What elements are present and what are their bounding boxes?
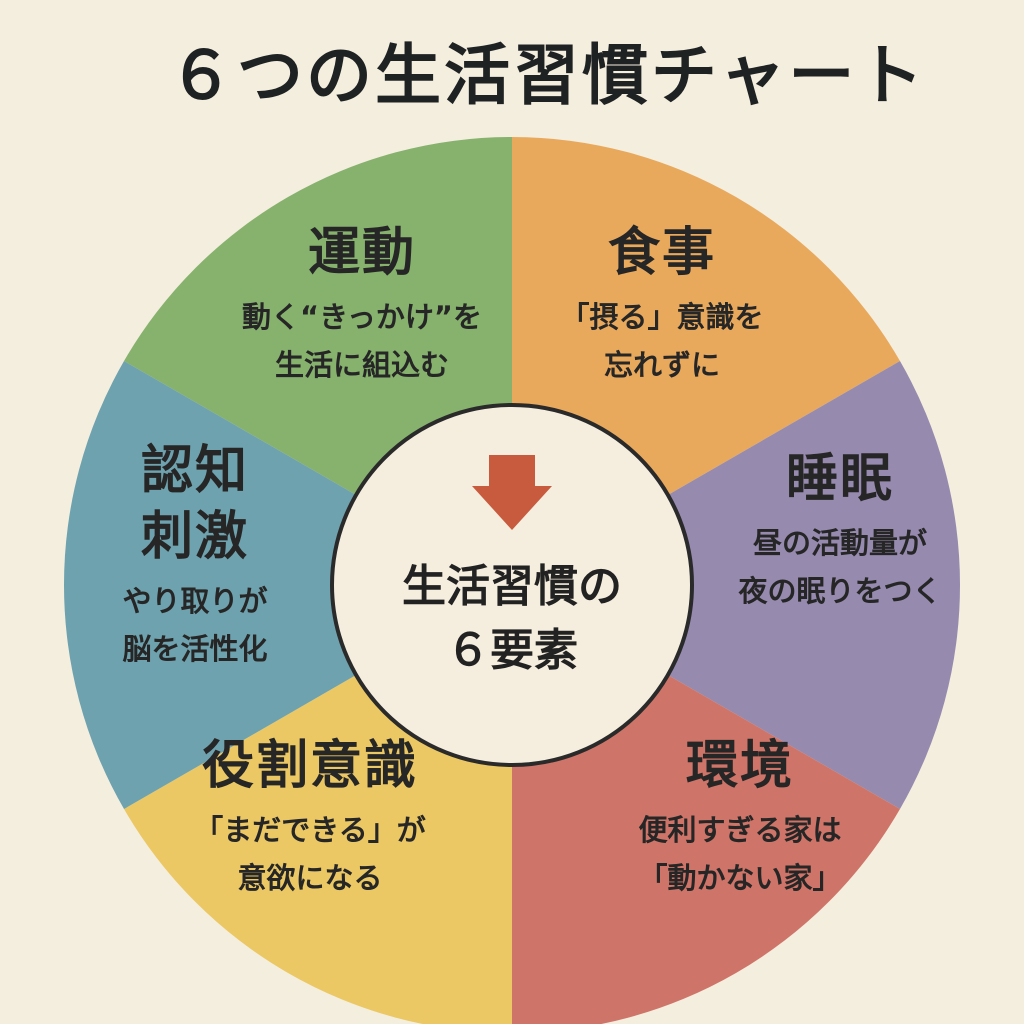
page-title: ６つの生活習慣チャート: [168, 37, 927, 114]
segment-environment-title: 環境: [685, 736, 794, 796]
center-label-line2: ６要素: [446, 625, 578, 676]
segment-role-desc-line1: 「まだできる」が: [194, 813, 426, 847]
segment-cognition-desc-line2: 脳を活性化: [122, 632, 268, 666]
segment-cognition: [63, 361, 512, 809]
segment-role-desc-line2: 意欲になる: [237, 861, 383, 895]
center-label-line1: 生活習慣の: [402, 561, 622, 612]
segment-diet-desc-line1: 「摂る」意識を: [560, 300, 764, 334]
segment-diet-label: 食事 「摂る」意識を 忘れずに: [512, 222, 812, 386]
segment-exercise-desc-line2: 生活に組込む: [274, 348, 449, 382]
segment-exercise-desc-line1: 動く“きっかけ”を: [242, 300, 482, 334]
segment-exercise-label: 運動 動く“きっかけ”を 生活に組込む: [212, 222, 512, 386]
segment-cognition-desc-line1: やり取りが: [122, 584, 268, 618]
segment-sleep-label: 睡眠 昼の活動量が 夜の眠りをつく: [690, 448, 990, 612]
center-label: 生活習慣の ６要素: [380, 555, 644, 683]
segment-role-title: 役割意識: [201, 736, 418, 796]
segment-cognition-label: 認知 刺激 やり取りが 脳を活性化: [90, 440, 300, 670]
segment-cognition-title-line1: 認知: [140, 441, 249, 501]
segment-sleep-desc-line2: 夜の眠りをつく: [738, 574, 942, 608]
segment-environment-label: 環境 便利すぎる家は 「動かない家」: [590, 735, 890, 899]
segment-sleep: [512, 361, 961, 809]
down-arrow-icon: [472, 455, 552, 530]
segment-diet-title: 食事: [607, 223, 716, 283]
segment-role-label: 役割意識 「まだできる」が 意欲になる: [160, 735, 460, 899]
segment-cognition-title-line2: 刺激: [140, 507, 249, 567]
segment-diet-desc-line2: 忘れずに: [603, 348, 720, 382]
segment-sleep-title: 睡眠: [785, 449, 894, 509]
segment-exercise-title: 運動: [307, 223, 416, 283]
segment-environment-desc-line2: 「動かない家」: [638, 861, 842, 895]
segment-environment-desc-line1: 便利すぎる家は: [638, 813, 842, 847]
center-circle: [330, 403, 694, 767]
segment-sleep-desc-line1: 昼の活動量が: [752, 526, 927, 560]
